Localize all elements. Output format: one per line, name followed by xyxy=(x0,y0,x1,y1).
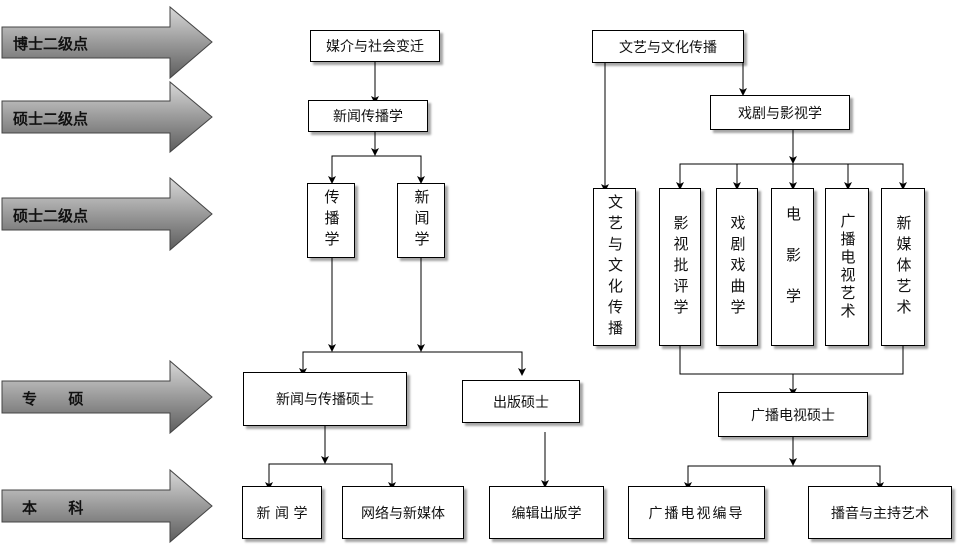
node-wangluo: 网络与新媒体 xyxy=(342,486,464,539)
node-xiju-yingshi: 戏剧与影视学 xyxy=(710,95,850,130)
level-label-zhuanshuo: 专 硕 xyxy=(22,390,84,408)
node-boyin: 播音与主持艺术 xyxy=(808,486,952,539)
arrow-shape-boshi xyxy=(1,5,213,80)
node-guangbo-dianshi-yishu: 广播电视艺术 xyxy=(825,188,869,346)
node-meijie: 媒介与社会变迁 xyxy=(310,30,440,62)
node-wenyi-v: 文艺与文化传播 xyxy=(593,188,636,346)
node-xinwen: 新闻学 xyxy=(397,183,445,258)
arrow-shape-shuoshi-1 xyxy=(1,80,213,154)
node-chuban-shuoshi: 出版硕士 xyxy=(462,380,580,423)
node-guangbo-shuoshi: 广播电视硕士 xyxy=(718,392,868,437)
node-bianji: 编辑出版学 xyxy=(489,486,604,539)
arrow-shape-benke xyxy=(1,468,213,544)
node-xiju-xiqu: 戏剧戏曲学 xyxy=(716,188,758,346)
arrow-shape-zhuanshuo xyxy=(1,359,213,435)
node-xinwenxue-bk: 新 闻 学 xyxy=(242,486,322,539)
node-xinwen-chuanbo-shuoshi: 新闻与传播硕士 xyxy=(243,372,407,426)
level-arrows xyxy=(1,5,213,544)
node-yingshi-piping: 影视批评学 xyxy=(659,188,701,346)
node-wenyi-top: 文艺与文化传播 xyxy=(592,30,744,63)
node-xinwen-chuanbo: 新闻传播学 xyxy=(308,100,428,132)
node-chuanbo: 传播学 xyxy=(307,183,355,258)
level-label-shuoshi-1: 硕士二级点 xyxy=(13,110,89,128)
level-label-shuoshi-2: 硕士二级点 xyxy=(13,207,89,225)
level-label-benke: 本 科 xyxy=(22,499,84,517)
level-label-boshi: 博士二级点 xyxy=(13,35,89,53)
arrow-shape-shuoshi-2 xyxy=(1,176,213,252)
node-xinmeiti-yishu: 新媒体艺术 xyxy=(881,188,925,346)
node-dianying: 电影学 xyxy=(771,188,814,346)
node-guangbo-biandao: 广播电视编导 xyxy=(628,486,765,539)
